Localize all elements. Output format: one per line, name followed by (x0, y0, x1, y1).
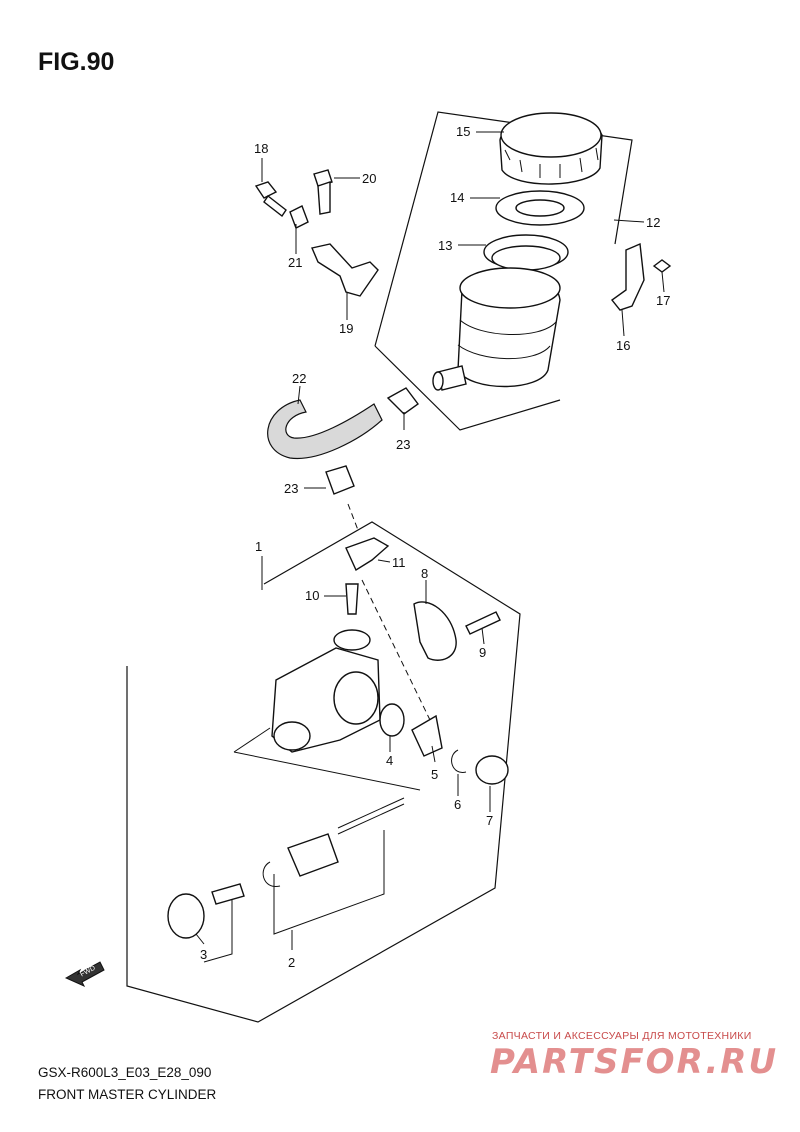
watermark-subtitle: ЗАПЧАСТИ И АКСЕССУАРЫ ДЛЯ МОТОТЕХНИКИ (492, 1030, 752, 1042)
callout-4: 4 (386, 753, 393, 768)
callout-1: 1 (255, 539, 262, 554)
watermark-logo: PARTSFOR.RU (490, 1042, 779, 1082)
callout-15: 15 (456, 124, 470, 139)
callout-13: 13 (438, 238, 452, 253)
reservoir-tank (432, 267, 561, 391)
diaphragm (483, 234, 569, 271)
banjo-bracket (345, 537, 390, 615)
reservoir-cap (499, 112, 603, 185)
master-cylinder-body (271, 629, 381, 753)
figure-title: FIG.90 (38, 48, 115, 76)
reservoir-stay (254, 169, 379, 297)
callout-7: 7 (486, 813, 493, 828)
forward-arrow-icon: FWD (64, 961, 105, 988)
callout-11: 11 (392, 555, 406, 570)
callout-3: 3 (200, 947, 207, 962)
diagram-footer: GSX-R600L3_E03_E28_090 FRONT MASTER CYLI… (38, 1062, 216, 1106)
callout-17: 17 (656, 293, 670, 308)
diagram-name: FRONT MASTER CYLINDER (38, 1087, 217, 1102)
handlebar-clamp (413, 601, 501, 661)
callout-8: 8 (421, 566, 428, 581)
callout-9: 9 (479, 645, 486, 660)
callout-23-lower: 23 (284, 481, 298, 496)
leader-lines (195, 131, 665, 963)
cylinder-fittings (379, 703, 509, 785)
cylinder-group-outline (126, 521, 521, 1023)
callout-5: 5 (431, 767, 438, 782)
callout-16: 16 (616, 338, 630, 353)
callout-6: 6 (454, 797, 461, 812)
piston-kit (167, 797, 405, 939)
callout-19: 19 (339, 321, 353, 336)
callout-21: 21 (288, 255, 302, 270)
callout-14: 14 (450, 190, 464, 205)
callout-10: 10 (305, 588, 319, 603)
reservoir-hose (267, 387, 419, 495)
callout-2: 2 (288, 955, 295, 970)
callout-20: 20 (362, 171, 376, 186)
diaphragm-plate (495, 190, 585, 226)
callout-12: 12 (646, 215, 660, 230)
diagram-code: GSX-R600L3_E03_E28_090 (38, 1065, 212, 1080)
reservoir-group-outline-lower (374, 345, 561, 431)
callout-23-upper: 23 (396, 437, 410, 452)
callout-18: 18 (254, 141, 268, 156)
callout-22: 22 (292, 371, 306, 386)
reservoir-bracket (610, 242, 672, 311)
